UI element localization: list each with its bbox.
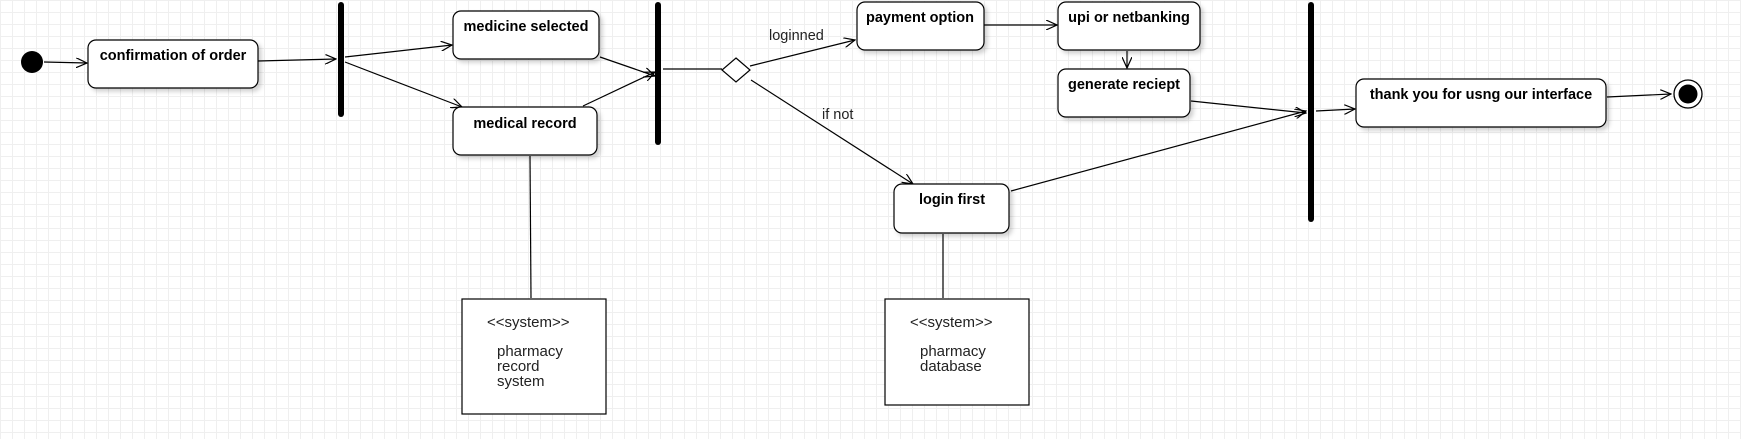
- initial-node: [21, 51, 43, 73]
- activity-upi-or-netbanking: upi or netbanking: [1057, 1, 1201, 51]
- activity-label: login first: [919, 192, 985, 208]
- activity-medicine-selected: medicine selected: [452, 10, 600, 60]
- final-node: [1673, 79, 1703, 109]
- activity-generate-reciept: generate reciept: [1057, 68, 1191, 118]
- activity-label: medical record: [473, 116, 576, 132]
- edge-decision-to-login-first: [750, 79, 913, 184]
- edges: [43, 25, 1671, 299]
- edge-start-to-confirmation: [43, 62, 87, 63]
- activity-label: medicine selected: [464, 19, 589, 35]
- system-stereotype: <<system>>: [910, 314, 993, 331]
- activity-label: confirmation of order: [100, 48, 247, 64]
- activity-payment-option: payment option: [856, 1, 985, 51]
- decision-node: [721, 57, 751, 83]
- edge-confirmation-to-fork1: [257, 59, 336, 61]
- edge-label-loginned: loginned: [769, 28, 824, 44]
- edge-fork1-to-medicine-selected: [344, 45, 452, 58]
- activity-label: generate reciept: [1068, 77, 1180, 93]
- edge-thank-you-to-end: [1606, 94, 1671, 97]
- activity-label: upi or netbanking: [1068, 10, 1190, 26]
- system-box-pharmacy-record-system: <<system>> pharmacy record system: [461, 298, 607, 415]
- system-box-pharmacy-database: <<system>> pharmacy database: [884, 298, 1030, 406]
- edge-medicine-selected-to-join: [599, 56, 655, 76]
- system-stereotype: <<system>>: [487, 314, 570, 331]
- edge-generate-reciept-to-join2: [1190, 100, 1306, 113]
- system-line: database: [920, 358, 982, 375]
- edge-decision-to-payment-option: [749, 40, 855, 67]
- edge-label-if-not: if not: [822, 107, 853, 123]
- activity-confirmation-of-order: confirmation of order: [87, 39, 259, 89]
- edge-join2-to-thank-you: [1315, 109, 1355, 111]
- activity-thank-you: thank you for usng our interface: [1355, 78, 1607, 128]
- edge-login-first-to-join2: [1010, 111, 1306, 192]
- activity-login-first: login first: [893, 183, 1010, 234]
- system-line: pharmacy: [497, 343, 563, 360]
- system-line: record: [497, 358, 540, 375]
- system-line: system: [497, 373, 545, 390]
- edge-medical-record-to-join: [582, 72, 655, 107]
- activity-label: thank you for usng our interface: [1370, 87, 1592, 103]
- activity-label: payment option: [866, 10, 974, 26]
- edge-fork1-to-medical-record: [344, 61, 462, 107]
- edge-medical-record-to-system: [529, 155, 532, 299]
- activity-medical-record: medical record: [452, 106, 598, 156]
- system-line: pharmacy: [920, 343, 986, 360]
